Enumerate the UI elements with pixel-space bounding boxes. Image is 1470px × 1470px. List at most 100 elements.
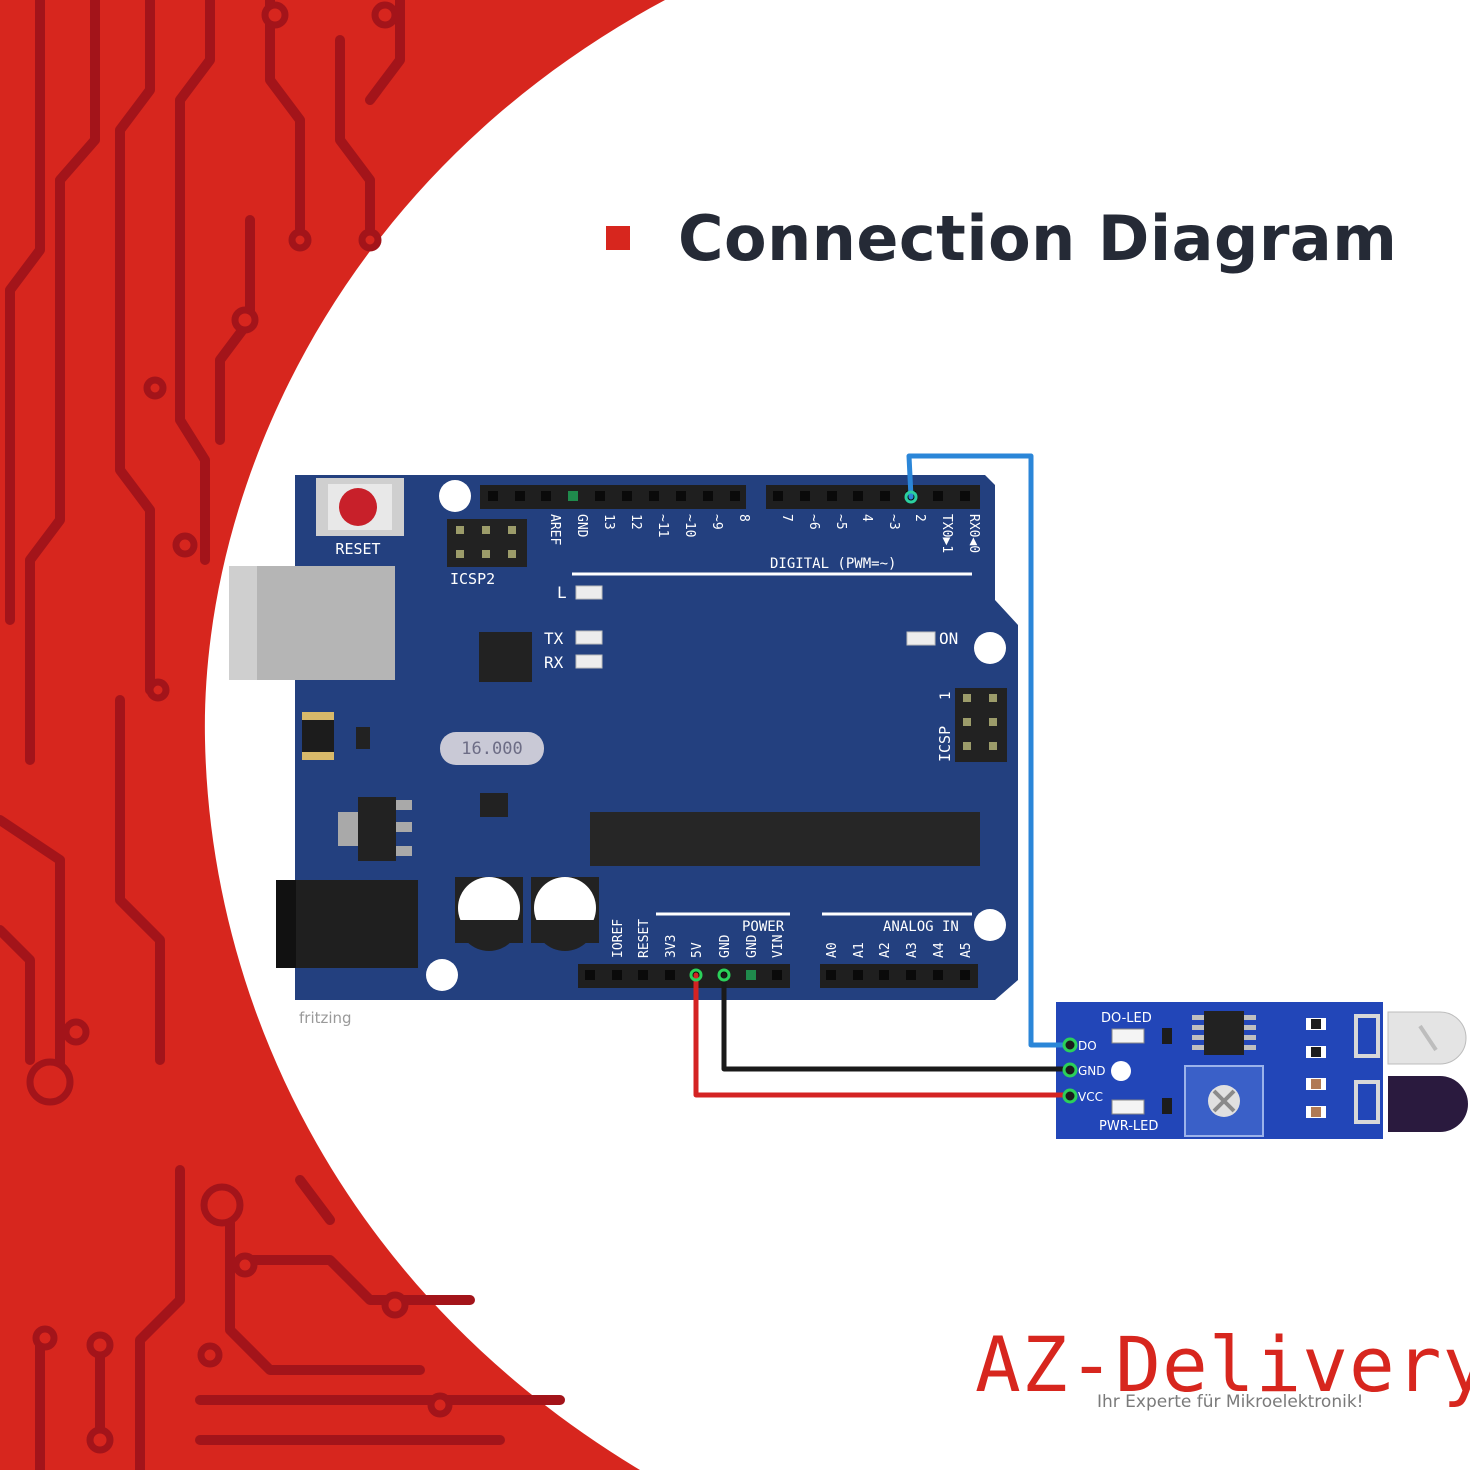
reset-label: RESET — [335, 540, 380, 558]
analog-pin-label: A0 — [825, 942, 840, 958]
power-pin-label: 5V — [690, 942, 705, 958]
digital-header-right — [766, 485, 980, 509]
header-pin — [488, 491, 498, 501]
header-pin — [585, 970, 595, 980]
header-pin — [933, 970, 943, 980]
digital-pin-label: TX0▶1 — [939, 514, 954, 553]
led-rx-label: RX — [544, 653, 564, 672]
analog-pin-label: A2 — [878, 942, 893, 958]
atmega-chip — [590, 812, 980, 866]
header-pin — [649, 491, 659, 501]
logo-tagline: Ihr Experte für Mikroelektronik! — [1097, 1392, 1364, 1412]
logo-name: AZ-Delivery — [975, 1320, 1470, 1409]
digital-pin-label: GND — [574, 514, 589, 538]
voltage-regulator — [358, 797, 396, 861]
power-jack — [276, 880, 418, 968]
regulator-tab — [338, 812, 360, 846]
header-pin — [879, 970, 889, 980]
header-pin — [853, 491, 863, 501]
power-pin-label: 3V3 — [664, 935, 679, 958]
ir-receiver — [1388, 1076, 1468, 1132]
analog-header — [820, 964, 978, 988]
power-pin-label: VIN — [771, 935, 786, 958]
icsp-label: ICSP — [936, 726, 954, 762]
led-on — [906, 631, 936, 646]
digital-pin-label: ~3 — [886, 514, 901, 530]
power-pin-label: GND — [745, 934, 760, 958]
page-title: Connection Diagram — [678, 201, 1398, 275]
sensor-pin-label: DO — [1078, 1039, 1097, 1053]
header-pin — [622, 491, 632, 501]
digital-pin-label: ~5 — [833, 514, 848, 530]
led-tx-label: TX — [544, 629, 564, 648]
board-outline — [295, 475, 1018, 1000]
analog-pin-label: A3 — [905, 942, 920, 958]
power-header — [578, 964, 790, 988]
header-pin — [960, 491, 970, 501]
sensor-pin-label: GND — [1078, 1064, 1106, 1078]
icsp-header — [955, 688, 1007, 762]
circuit-traces — [0, 0, 565, 1470]
reset-button — [339, 488, 377, 526]
wire-vcc — [693, 972, 1071, 1098]
usb-chip — [479, 632, 532, 682]
analog-pin-label: A1 — [852, 942, 867, 958]
wire-signal — [906, 453, 1071, 1048]
power-header-pins — [585, 970, 970, 980]
pwr-led — [1111, 1099, 1145, 1115]
title-bullet-icon — [606, 226, 630, 250]
crystal — [440, 732, 544, 765]
digital-pin-label: ~10 — [682, 514, 697, 537]
mount-hole — [974, 909, 1006, 941]
wire-gnd — [721, 972, 1071, 1072]
mount-hole — [439, 480, 471, 512]
header-pin — [827, 491, 837, 501]
header-pin — [772, 970, 782, 980]
digital-pin-label: ~11 — [655, 514, 670, 537]
ir-sensor-module: DO-LED PWR-LED D — [1056, 1002, 1468, 1139]
icsp-pin1-label: 1 — [938, 692, 954, 700]
digital-label: DIGITAL (PWM=~) — [770, 556, 896, 572]
digital-pin-label: 2 — [912, 514, 927, 522]
power-pin-label: GND — [718, 934, 733, 958]
mount-hole — [974, 632, 1006, 664]
led-rx — [575, 654, 603, 669]
mount-hole — [426, 959, 458, 991]
red-panel — [0, 0, 665, 1470]
digital-pin-label: ~9 — [709, 514, 724, 530]
header-pin — [800, 491, 810, 501]
crystal-label: 16.000 — [461, 739, 522, 759]
header-pin — [906, 970, 916, 980]
power-pin-label: RESET — [637, 919, 652, 958]
comparator-chip — [1204, 1011, 1244, 1055]
header-pin — [515, 491, 525, 501]
az-delivery-logo: AZ-Delivery Ihr Experte für Mikroelektro… — [975, 1320, 1470, 1418]
power-pin-label: IOREF — [611, 919, 626, 958]
header-pin-gnd — [568, 491, 578, 501]
header-pin — [638, 970, 648, 980]
header-pin — [595, 491, 605, 501]
digital-pin-label: RX0◀0 — [966, 514, 981, 553]
sensor-mount-hole — [1111, 1061, 1131, 1081]
digital-pin-label: 4 — [859, 514, 874, 522]
header-pin — [933, 491, 943, 501]
header-pin — [730, 491, 740, 501]
page-heading: Connection Diagram — [606, 196, 1397, 280]
do-led — [1111, 1028, 1145, 1044]
circuit-pads — [26, 1, 453, 1454]
digital-pin-label: 12 — [628, 514, 643, 530]
digital-pin-label: 8 — [736, 514, 751, 522]
fritzing-label: fritzing — [299, 1009, 352, 1027]
header-pin — [703, 491, 713, 501]
header-pin — [676, 491, 686, 501]
analog-pin-label: A5 — [959, 942, 974, 958]
led-l — [575, 585, 603, 600]
header-pin — [960, 970, 970, 980]
header-pin — [541, 491, 551, 501]
header-pin — [612, 970, 622, 980]
